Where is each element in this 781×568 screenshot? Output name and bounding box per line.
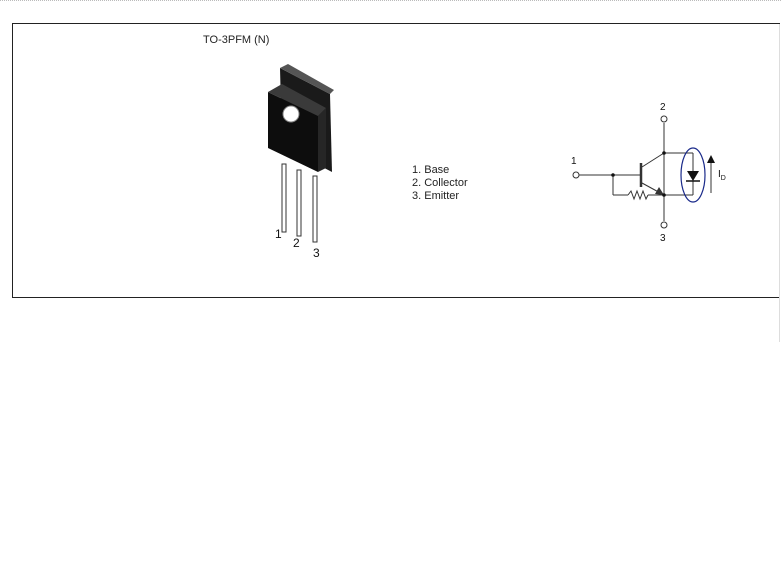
diagram-frame <box>12 23 780 298</box>
diode-highlight-ellipse <box>680 147 706 203</box>
transistor-collector-lead <box>641 152 665 168</box>
junction-dot <box>611 173 615 177</box>
package-drawing: 1 2 3 <box>268 64 334 260</box>
package-body-top <box>280 64 334 94</box>
right-edge-line <box>779 24 780 342</box>
mounting-hole-icon <box>282 105 300 123</box>
junction-dot <box>662 151 666 155</box>
pin-list-item-emitter: 3. Emitter <box>412 190 460 202</box>
package-body-bevel <box>268 84 326 116</box>
lead-1 <box>281 163 287 233</box>
package-body-edge <box>318 108 326 172</box>
package-title: TO-3PFM (N) <box>203 34 270 46</box>
base-terminal-icon <box>572 171 580 179</box>
emitter-terminal-icon <box>660 221 668 229</box>
pin-number-1: 1 <box>275 227 282 241</box>
package-notch <box>288 160 300 172</box>
pin-list-item-collector: 2. Collector <box>412 177 468 189</box>
resistor-icon <box>627 189 649 201</box>
circuit-schematic: 1 2 3 ID <box>571 102 726 244</box>
lead-2 <box>296 169 302 237</box>
diode-icon <box>687 171 699 181</box>
collector-terminal-icon <box>660 115 668 123</box>
lead-3 <box>312 175 318 243</box>
package-body-front <box>268 92 318 172</box>
emitter-arrow-icon <box>655 187 664 195</box>
top-divider <box>0 0 781 3</box>
schematic-pin-3-label: 3 <box>660 233 666 244</box>
junction-dot <box>662 193 666 197</box>
pin-number-3: 3 <box>313 246 320 260</box>
current-label: ID <box>718 169 726 182</box>
pin-list-item-base: 1. Base <box>412 164 450 176</box>
schematic-pin-1-label: 1 <box>571 156 577 167</box>
schematic-pin-2-label: 2 <box>660 102 666 113</box>
pin-number-2: 2 <box>293 236 300 250</box>
current-arrow-icon <box>707 155 715 163</box>
pin-list: 1. Base 2. Collector 3. Emitter <box>412 164 468 203</box>
